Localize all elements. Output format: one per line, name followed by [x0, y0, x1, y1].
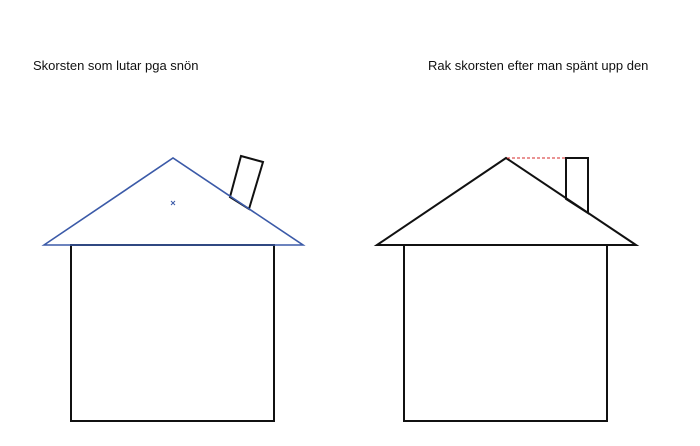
- left-roof-selected[interactable]: [41, 157, 306, 246]
- right-roof[interactable]: [373, 156, 640, 246]
- right-house-body: [403, 244, 608, 422]
- right-house: [373, 156, 640, 422]
- left-tilted-chimney[interactable]: [228, 154, 265, 211]
- right-caption: Rak skorsten efter man spänt upp den: [428, 58, 649, 73]
- left-caption: Skorsten som lutar pga snön: [33, 58, 199, 73]
- selection-center-marker: [170, 200, 176, 206]
- left-house-body: [70, 244, 275, 422]
- left-house: [41, 154, 306, 422]
